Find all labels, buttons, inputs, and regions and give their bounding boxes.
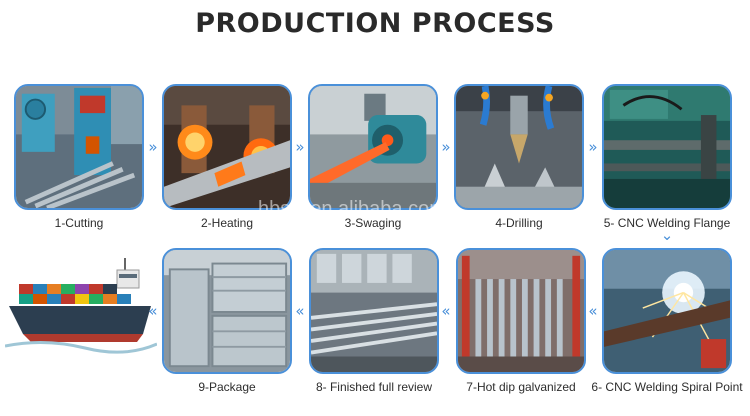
step-label: 1-Cutting xyxy=(54,216,104,230)
container-ship-image xyxy=(4,254,158,364)
arrow-right-icon: » xyxy=(295,138,305,156)
arrow-left-icon: « xyxy=(441,302,451,320)
step-label: 9-Package xyxy=(198,380,256,394)
arrow-left-icon: « xyxy=(148,302,158,320)
cutting-photo xyxy=(14,84,144,210)
arrow-right-icon: » xyxy=(588,138,598,156)
arrow-left-icon: « xyxy=(295,302,305,320)
step-label: 3-Swaging xyxy=(344,216,402,230)
step-label: 2-Heating xyxy=(200,216,254,230)
welding-spiral-photo xyxy=(602,248,732,374)
step-label: 5- CNC Welding Flange xyxy=(603,216,731,230)
arrow-right-icon: » xyxy=(148,138,158,156)
step-label: 7-Hot dip galvanized xyxy=(466,380,576,394)
review-photo xyxy=(309,248,439,374)
heating-photo xyxy=(162,84,292,210)
arrow-right-icon: » xyxy=(441,138,451,156)
step-label: 6- CNC Welding Spiral Point xyxy=(591,380,743,394)
step-label: 4-Drilling xyxy=(495,216,543,230)
galvanized-photo xyxy=(456,248,586,374)
arrow-down-icon: ⌄ xyxy=(660,226,674,244)
watermark: hbsyj.en.alibaba.com xyxy=(258,198,446,220)
package-photo xyxy=(162,248,292,374)
step-label: 8- Finished full review xyxy=(315,380,433,394)
page-title: PRODUCTION PROCESS xyxy=(195,8,555,39)
welding-flange-photo xyxy=(602,84,732,210)
swaging-photo xyxy=(308,84,438,210)
arrow-left-icon: « xyxy=(588,302,598,320)
drilling-photo xyxy=(454,84,584,210)
